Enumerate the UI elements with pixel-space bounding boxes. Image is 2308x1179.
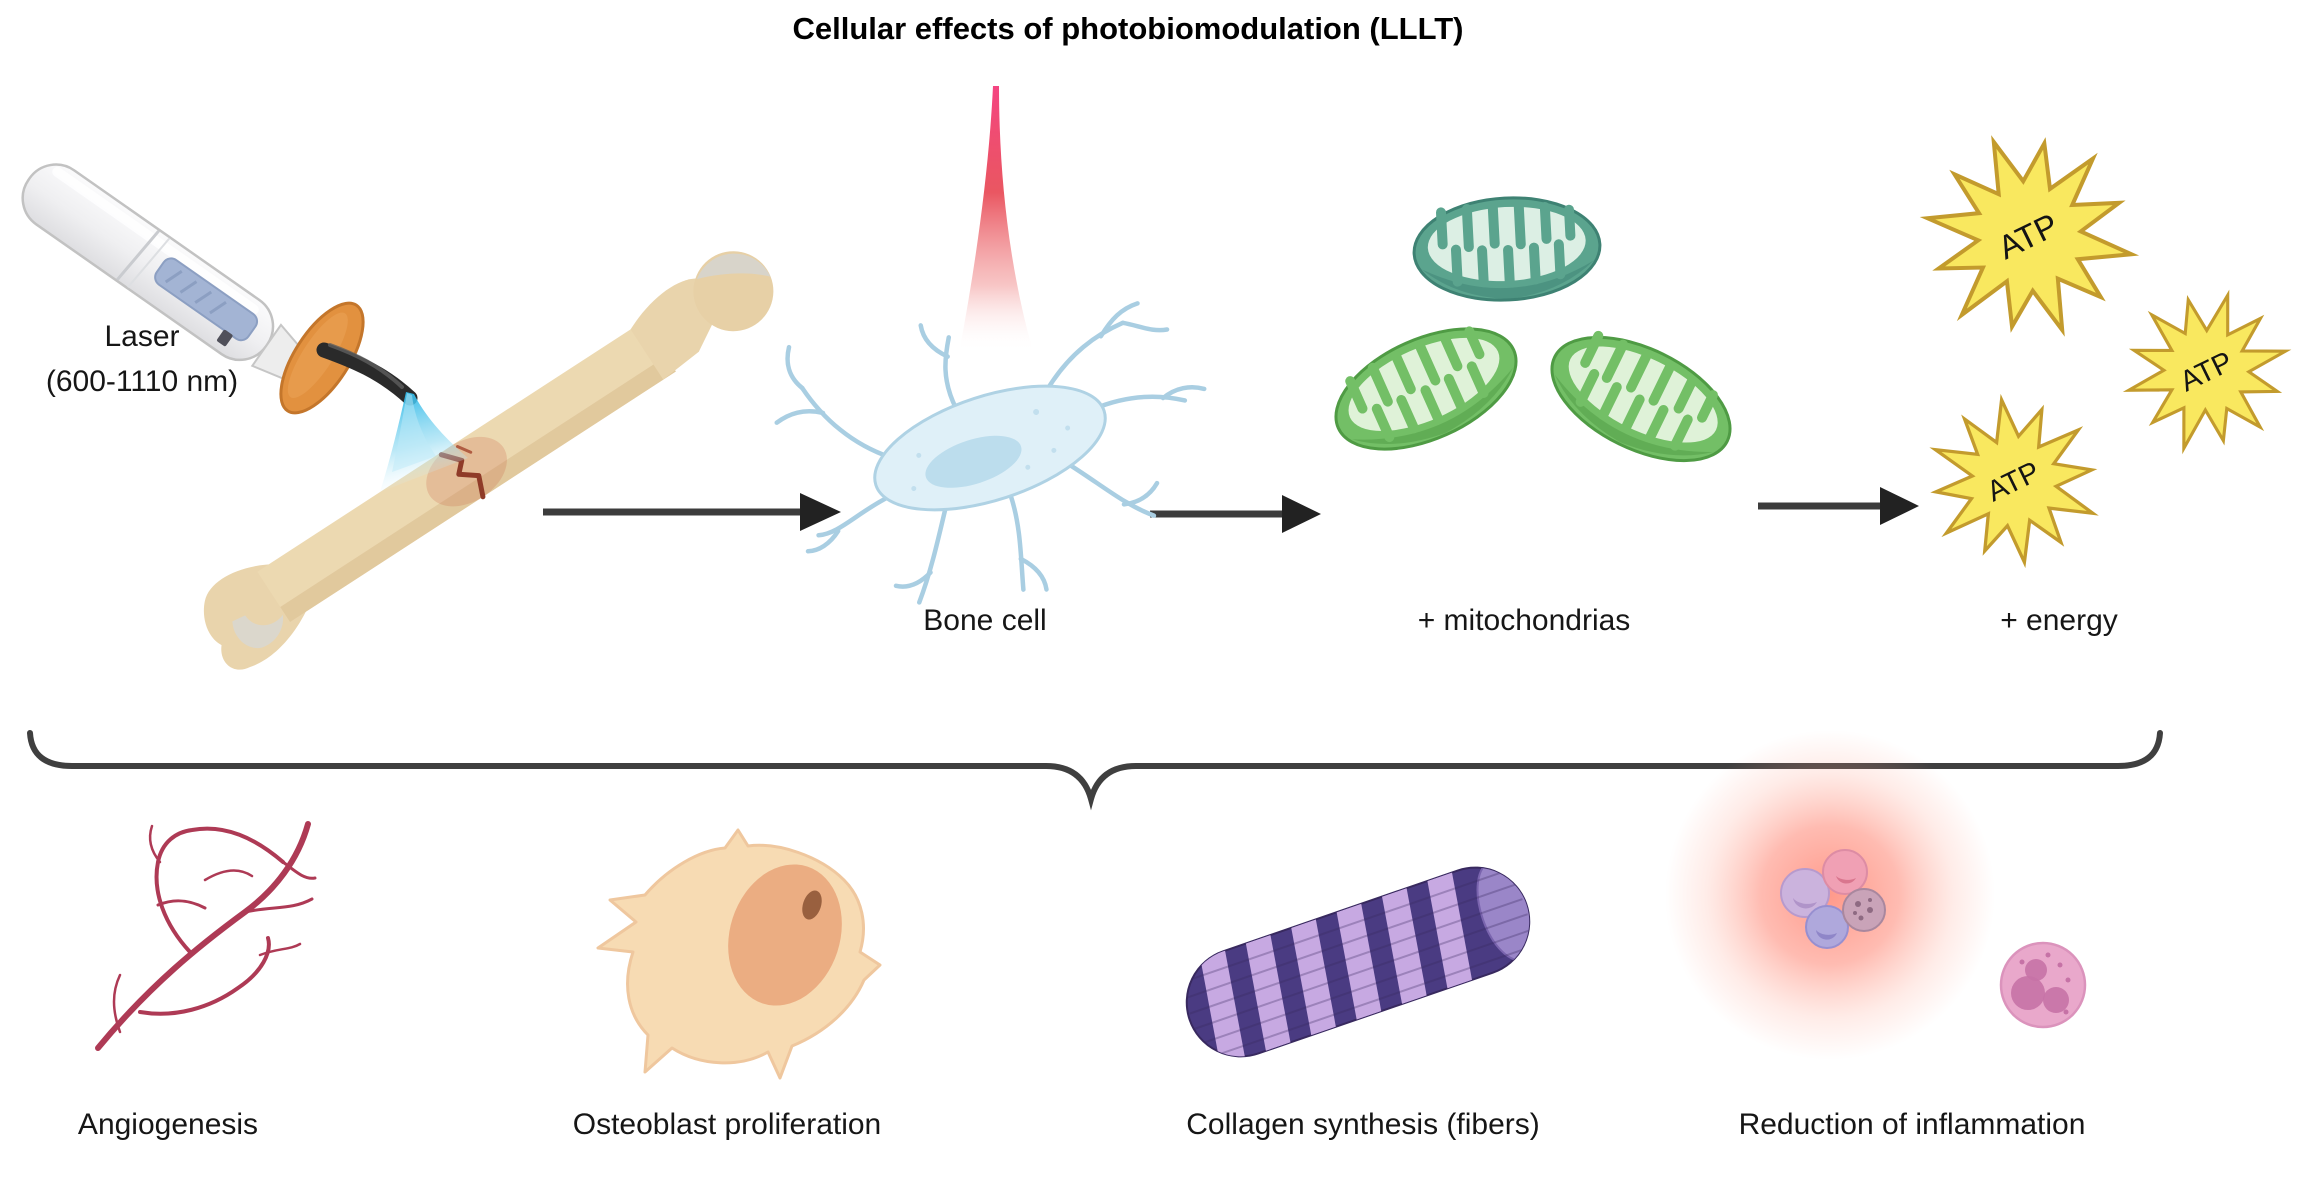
bone-shaft (257, 321, 676, 623)
laser-button (217, 329, 233, 347)
bone-head-cartilage (696, 253, 771, 280)
lymphocyte-icon (1999, 941, 2087, 1029)
laser-label: Laser (600-1110 nm) (46, 314, 238, 404)
osteoblast-nucleolus (802, 890, 822, 920)
bone-cell-nucleus (925, 435, 1022, 488)
page-title: Cellular effects of photobiomodulation (… (792, 11, 1464, 46)
bone-cell-label: Bone cell (923, 604, 1047, 637)
osteoblast-icon (596, 828, 882, 1080)
collagen-fiber-icon (1178, 859, 1539, 1067)
arrow-icon (1150, 495, 1321, 533)
laser-shield (279, 301, 365, 415)
energy-label: + energy (2000, 604, 2118, 637)
inflammation-glow (1665, 730, 1995, 1060)
reduction-inflammation-label: Reduction of inflammation (1738, 1108, 2086, 1141)
immune-cell-cluster (1780, 849, 1886, 949)
bone-condyle-notch (232, 614, 284, 649)
laser-device-icon (21, 163, 468, 492)
collagen-synthesis-label: Collagen synthesis (fibers) (1186, 1108, 1540, 1141)
atp-star-icon: ATP (1909, 123, 2150, 347)
laser-label-line1: Laser (104, 320, 180, 353)
bone-cell-icon (774, 301, 1207, 605)
laser-tip (316, 342, 418, 406)
laser-display (154, 257, 259, 342)
inflammation-icon (1665, 730, 2087, 1060)
mitochondrion-icon (1334, 326, 1518, 451)
bone-icon (203, 251, 774, 670)
blood-vessels-icon (95, 821, 317, 1051)
atp-star-icon: ATP (2109, 278, 2305, 462)
laser-beam-red (960, 86, 1032, 348)
atp-star-icon: ATP (1905, 376, 2124, 585)
angiogenesis-label: Angiogenesis (77, 1108, 259, 1141)
osteoblast-proliferation-label: Osteoblast proliferation (572, 1108, 882, 1141)
mitochondria-label: + mitochondrias (1417, 604, 1631, 637)
mitochondrion-icon (1550, 330, 1732, 463)
brace (27, 730, 2163, 811)
arrow-icon (1758, 487, 1919, 525)
mitochondrion-icon (1412, 196, 1602, 302)
laser-label-line2: (600-1110 nm) (45, 365, 239, 398)
arrow-icon (543, 493, 841, 531)
